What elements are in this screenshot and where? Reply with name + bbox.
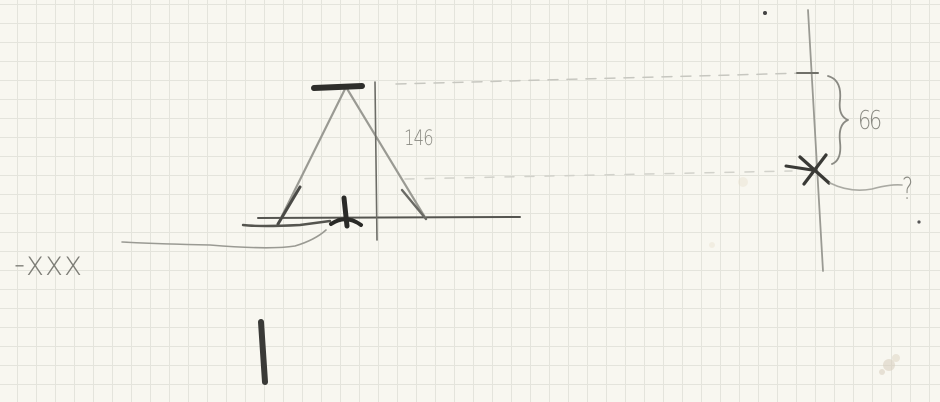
offset-brace [827, 75, 849, 165]
middle-reference-dashed-line [404, 170, 793, 180]
marks-leader-line [121, 229, 327, 249]
faint-smudge [709, 177, 748, 248]
base-anchor-blob [329, 217, 363, 227]
ground-line [257, 216, 521, 219]
right-vertical-axis [807, 9, 824, 272]
apex-bar [311, 83, 365, 91]
question-dot [917, 220, 921, 224]
base-anchor-mark [341, 195, 350, 229]
height-measure-line [374, 81, 378, 241]
height-label: 146 [404, 126, 434, 150]
unknown-label: ? [902, 172, 914, 207]
triangle-right-leg [344, 85, 428, 221]
lower-tick-mark [258, 319, 268, 385]
triangle-right-leg-dark [400, 188, 428, 221]
triangle-left-leg-dark [276, 185, 302, 226]
offset-label: 66 [858, 106, 882, 136]
marks-label: -xxx [14, 244, 83, 284]
triangle-base-curve [241, 219, 332, 228]
smudge-stain [879, 354, 900, 375]
triangle-left-leg [276, 85, 348, 226]
right-x-mark-stroke [784, 164, 814, 172]
top-dot [763, 11, 767, 15]
top-reference-dashed-line [395, 72, 807, 85]
x-to-question-connector [829, 182, 903, 191]
right-x-mark [798, 153, 831, 186]
